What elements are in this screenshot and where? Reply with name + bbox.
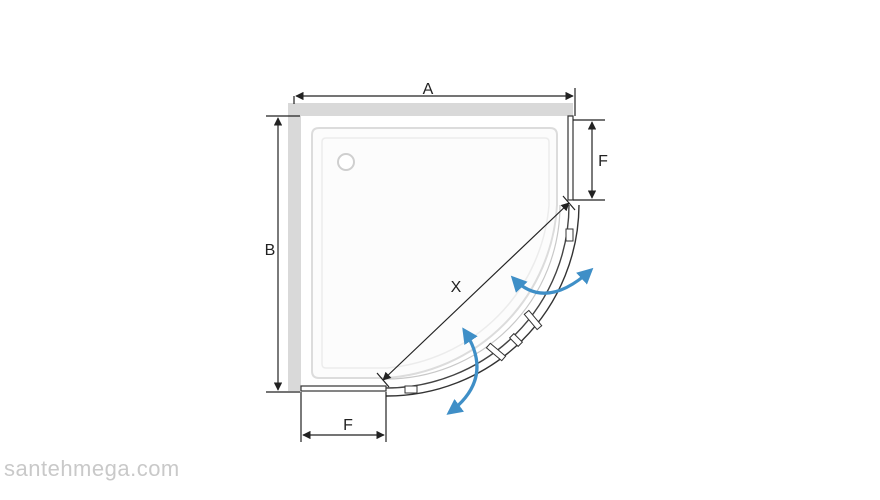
left-wall: [288, 103, 301, 391]
door-handle-middle: [508, 332, 524, 348]
wall-frame: [288, 103, 573, 391]
top-hinge: [565, 228, 574, 242]
lower-door-swing-arrow: [446, 327, 479, 415]
right-fixed-panel: [567, 115, 574, 201]
dimension-b-label: B: [265, 242, 276, 259]
dimension-x-line: [382, 202, 570, 381]
dimension-x-label: X: [451, 279, 462, 296]
dimension-f-right-label: F: [598, 153, 608, 170]
dimension-x: X: [376, 195, 576, 388]
bottom-fixed-panel: [300, 385, 387, 392]
upper-door-swing-arrow: [510, 267, 594, 295]
dimension-b: B: [265, 115, 300, 393]
door-swing-arrows: [446, 267, 594, 415]
dimension-f-right: F: [573, 119, 608, 201]
watermark-text: santehmega.com: [4, 456, 180, 481]
dimension-f-bottom-label: F: [343, 417, 353, 434]
dimension-f-bottom: F: [300, 392, 387, 442]
top-wall: [288, 103, 573, 116]
drain-hole: [337, 153, 355, 171]
dimension-a: A: [293, 81, 576, 116]
dimension-a-label: A: [423, 81, 434, 98]
bottom-hinge: [404, 385, 418, 394]
